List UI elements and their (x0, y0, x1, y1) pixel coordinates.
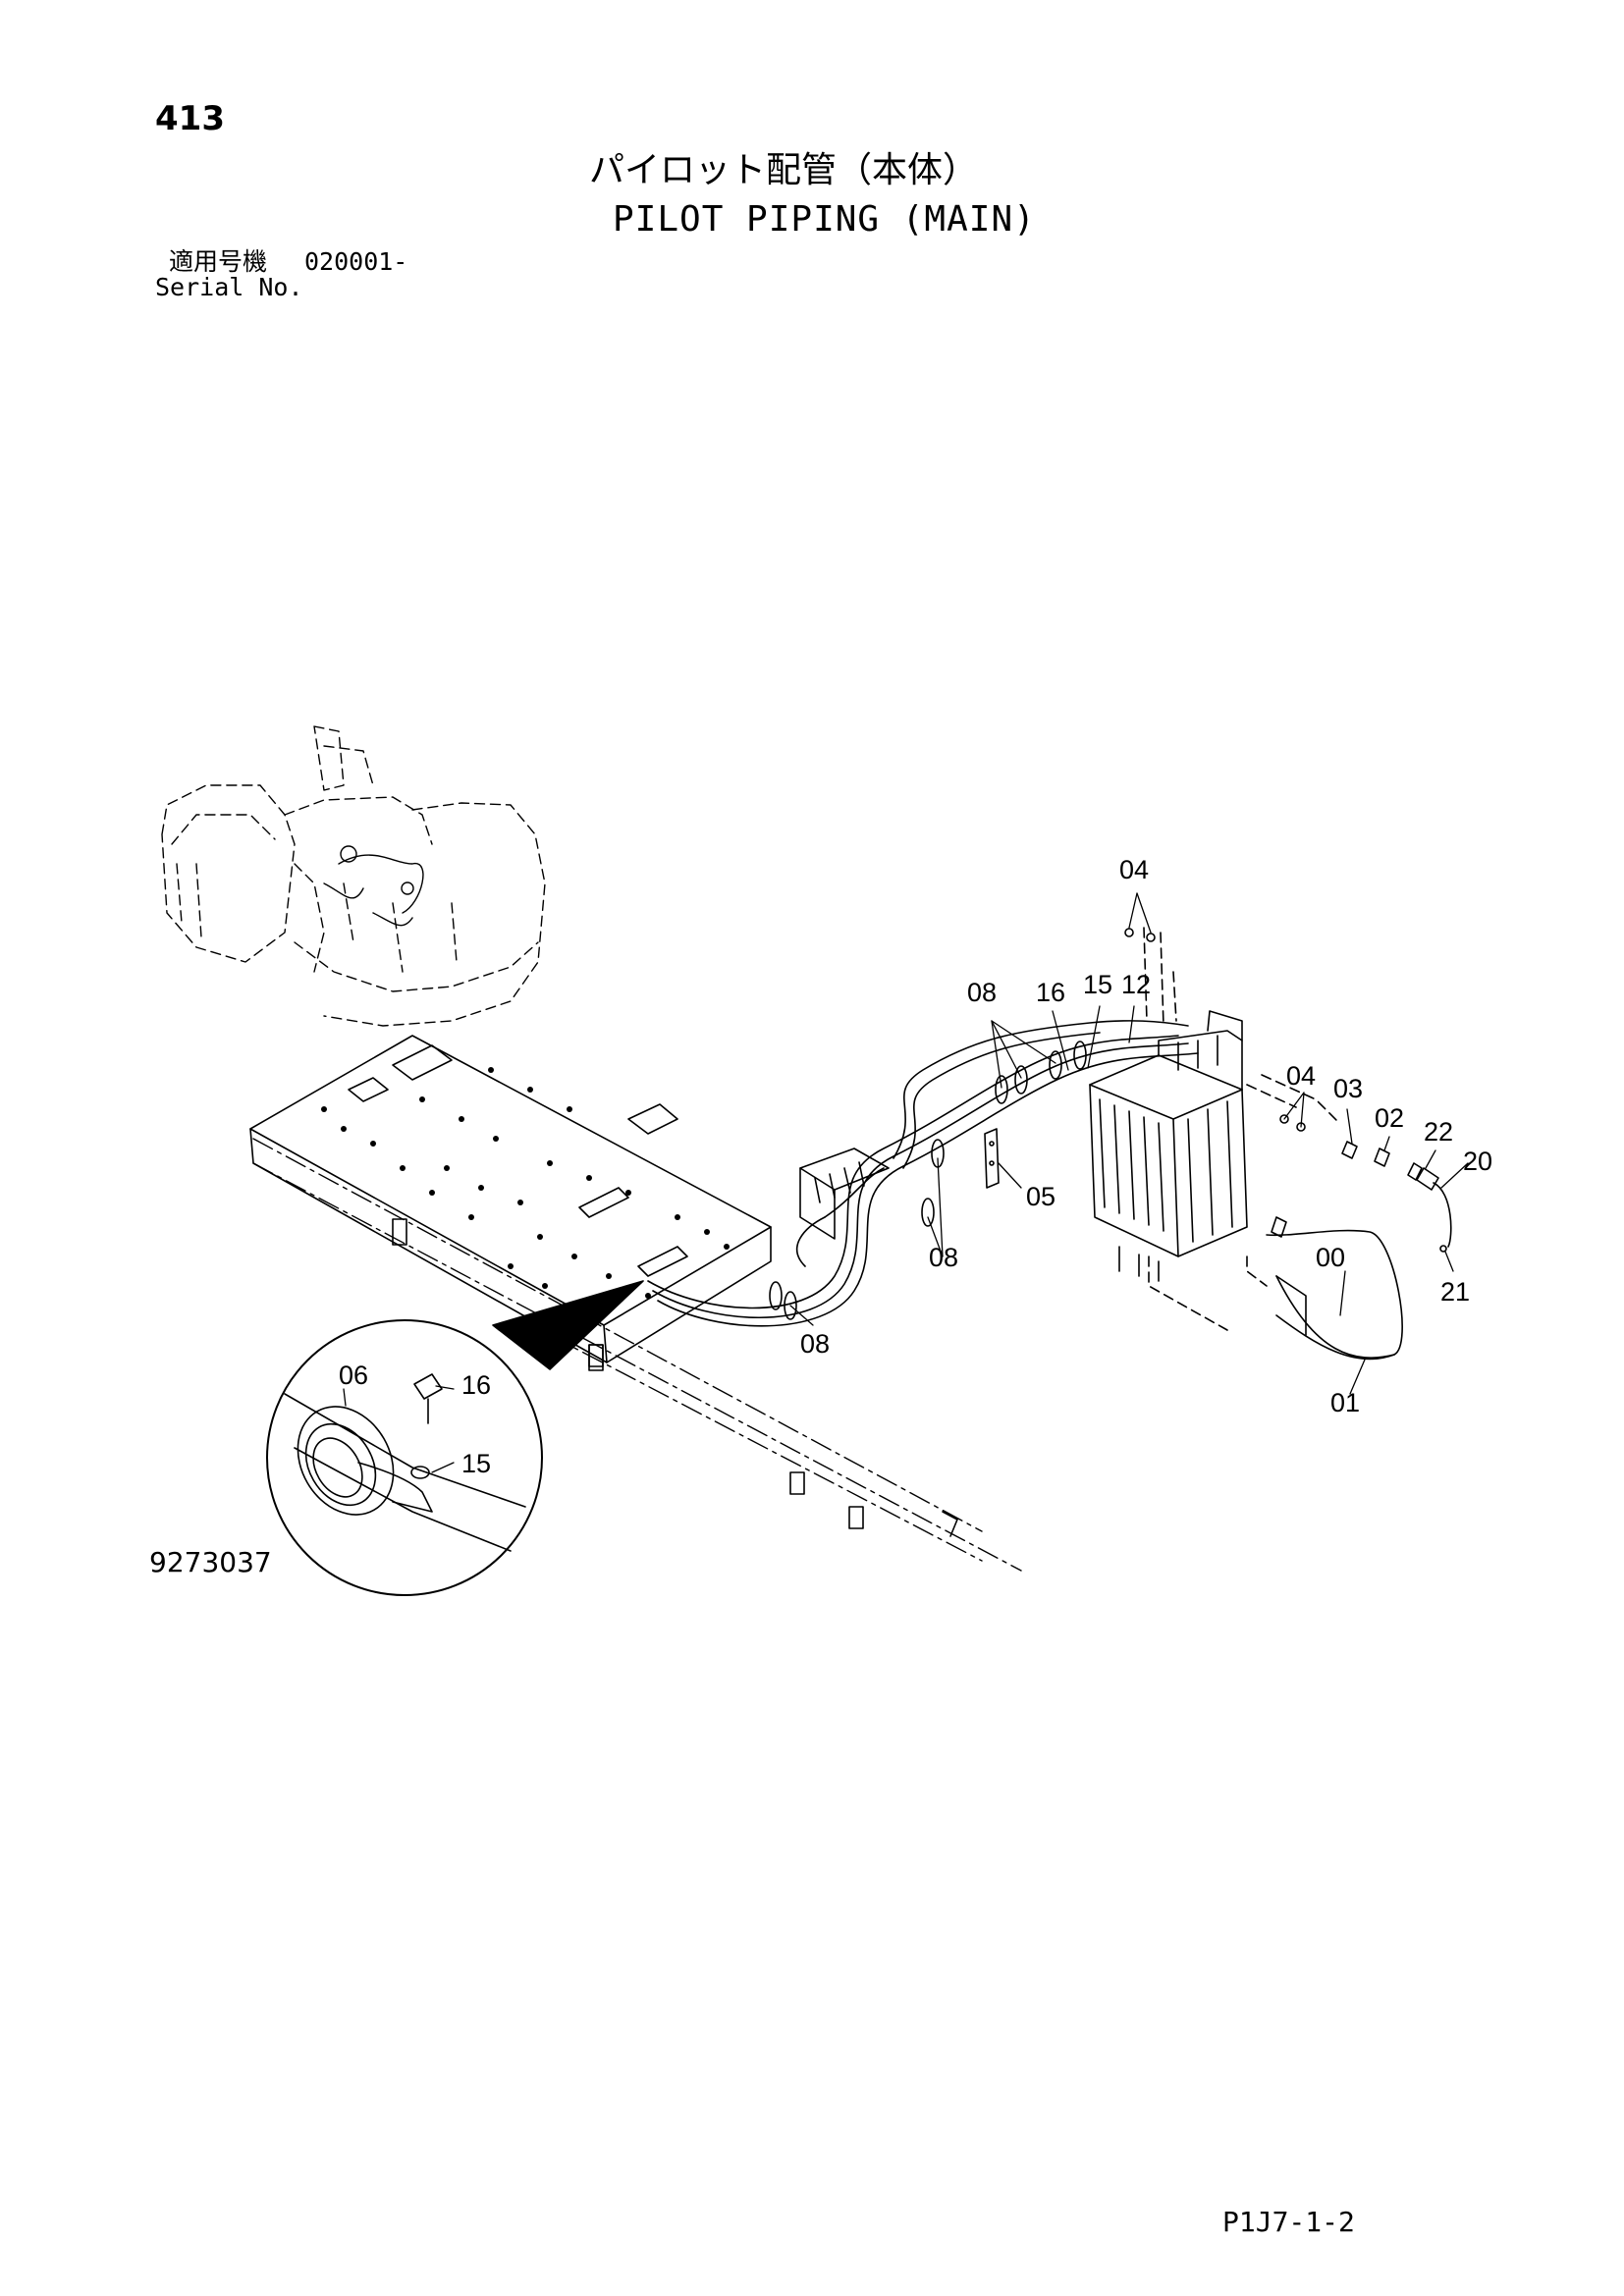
drawing-number: 9273037 (149, 1546, 272, 1578)
hose-clamps (769, 1041, 1087, 1320)
callout-00: 00 (1316, 1243, 1345, 1272)
detail-callout-wedge (492, 1280, 644, 1370)
callout-02: 02 (1375, 1103, 1404, 1133)
callout-labels: 04 08 16 15 12 04 03 02 22 20 05 00 21 0… (339, 855, 1492, 1478)
callout-05: 05 (1026, 1182, 1056, 1211)
excavator-pilot-lines-ghost (323, 845, 424, 927)
callout-08-lower: 08 (800, 1329, 830, 1359)
serial-number-range: 020001- (304, 247, 408, 276)
callout-01: 01 (1330, 1388, 1360, 1417)
hose-fittings (1271, 1141, 1452, 1253)
callout-22: 22 (1424, 1117, 1453, 1147)
callout-03: 03 (1333, 1074, 1363, 1103)
side-frame-brackets (588, 1344, 958, 1537)
page-code: P1J7-1-2 (1222, 2206, 1355, 2238)
pilot-shut-off-valve-block (799, 1148, 890, 1240)
callout-20: 20 (1463, 1147, 1492, 1176)
callout-08-middle: 08 (929, 1243, 958, 1272)
callout-16-top: 16 (1036, 978, 1065, 1007)
leader-lines (343, 892, 1469, 1473)
detail-view-circle (266, 1319, 543, 1596)
callout-04-right: 04 (1286, 1061, 1316, 1091)
pilot-hose-00-01 (1266, 1229, 1403, 1361)
frame-bolt-holes (321, 1067, 730, 1299)
detail-view-parts (284, 1373, 526, 1552)
upperstructure-frame-plate (249, 1035, 772, 1371)
pilot-hose-bundle (647, 1020, 1199, 1327)
excavator-reference-ghost (161, 725, 546, 1027)
serial-label-english: Serial No. (155, 273, 303, 301)
page-title-japanese: パイロット配管（本体） (589, 150, 979, 190)
reference-dashed-lines (1143, 927, 1341, 1331)
callout-21: 21 (1440, 1277, 1470, 1307)
serial-label-japanese: 適用号機 (169, 247, 268, 276)
side-frame-reference-line (252, 1138, 1022, 1572)
page-title-english: PILOT PIPING (MAIN) (613, 199, 1036, 240)
callout-06-detail: 06 (339, 1361, 368, 1390)
callout-15-detail: 15 (461, 1449, 491, 1478)
callout-15-top: 15 (1083, 970, 1112, 999)
callout-08-top: 08 (967, 978, 997, 1007)
small-parts-row (1124, 928, 1306, 1132)
callout-04-top: 04 (1119, 855, 1149, 884)
control-valve-assembly (1089, 1010, 1248, 1282)
callout-16-detail: 16 (461, 1370, 491, 1400)
clamp-bracket-05 (984, 1128, 1000, 1189)
callout-12: 12 (1121, 970, 1151, 999)
page-number: 413 (155, 99, 225, 138)
